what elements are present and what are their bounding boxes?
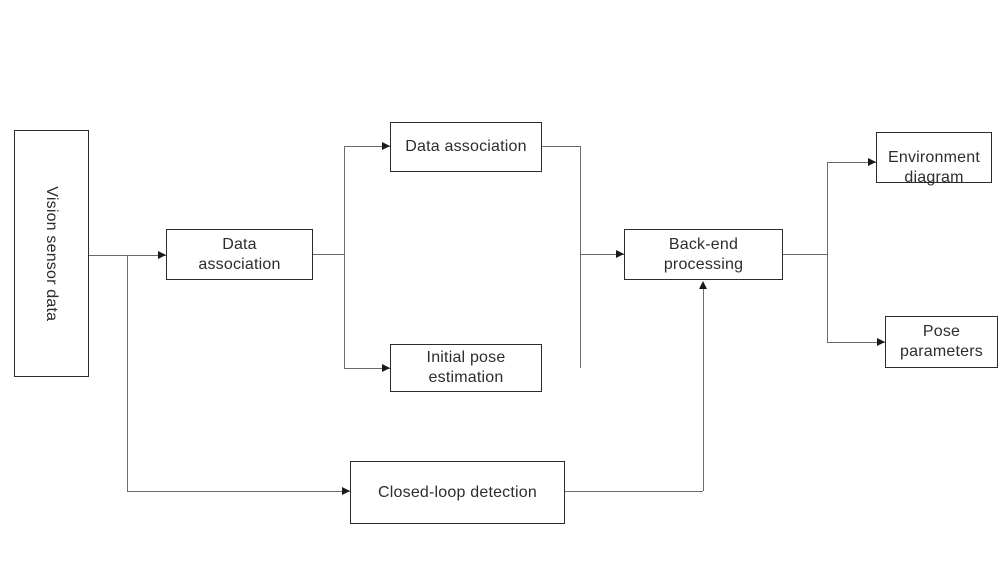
node-label: Data association (405, 138, 527, 156)
node-closed-loop-detection: Closed-loop detection (350, 461, 565, 524)
node-label: Initial pose estimation (426, 349, 506, 386)
node-data-association-front: Data association (166, 229, 313, 280)
connector-split-vertical-left (344, 146, 345, 368)
node-label: Data association (198, 235, 281, 273)
connector-output-branch-vertical (827, 162, 828, 342)
node-back-end-processing: Back-end processing (624, 229, 783, 280)
node-label: Vision sensor data (43, 186, 61, 321)
node-label: Back-end processing (663, 235, 744, 273)
node-label: Pose parameters (900, 323, 983, 360)
arrowhead-into-back-end (616, 250, 624, 258)
connector-to-top-association (344, 146, 390, 147)
connector-closed-loop-out (565, 491, 703, 492)
node-label: Closed-loop detection (378, 483, 537, 501)
node-data-association-top: Data association (390, 122, 542, 172)
arrowhead-into-front-association (158, 251, 166, 259)
connector-to-pose-params (827, 342, 885, 343)
connector-closed-loop-up (703, 283, 704, 491)
node-initial-pose-estimation: Initial pose estimation (390, 344, 542, 392)
connector-top-association-out (542, 146, 580, 147)
connector-to-environment (827, 162, 876, 163)
arrowhead-into-top-association (382, 142, 390, 150)
connector-to-initial-pose (344, 368, 390, 369)
arrowhead-into-back-end-bottom (699, 281, 707, 289)
node-label: Environment diagram (887, 148, 981, 186)
connector-merge-vertical-right (580, 146, 581, 368)
arrowhead-into-environment (868, 158, 876, 166)
connector-to-back-end (580, 254, 624, 255)
connector-back-end-out (783, 254, 827, 255)
arrowhead-into-closed-loop (342, 487, 350, 495)
arrowhead-into-initial-pose (382, 364, 390, 372)
connector-vision-to-closed-loop (127, 491, 350, 492)
connector-vision-branch-down (127, 255, 128, 491)
node-pose-parameters: Pose parameters (885, 316, 998, 368)
node-vision-sensor-data: Vision sensor data (14, 130, 89, 377)
node-environment-diagram: Environment diagram (876, 132, 992, 186)
arrowhead-into-pose-params (877, 338, 885, 346)
connector-front-association-out (313, 254, 344, 255)
